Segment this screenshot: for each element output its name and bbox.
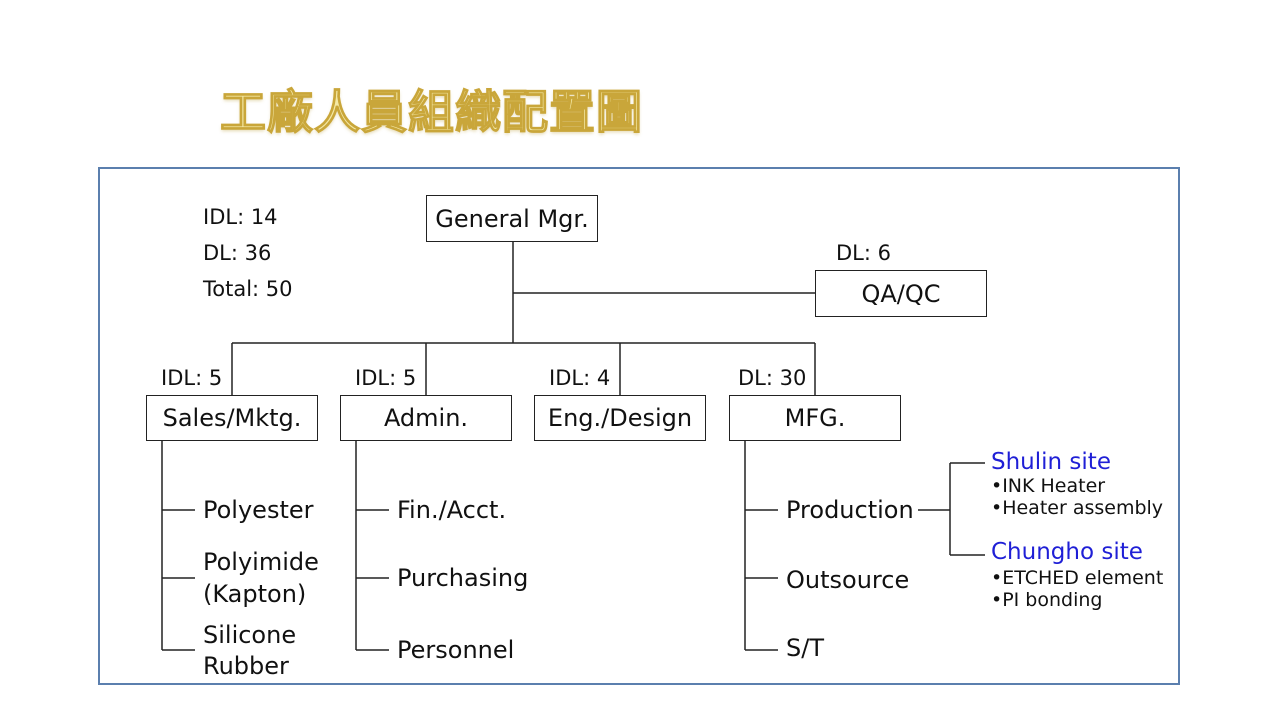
page-title: 工廠人員組織配置圖 (219, 84, 643, 139)
admin-item-purchasing: Purchasing (397, 564, 529, 592)
qa-count: DL: 6 (836, 241, 891, 265)
summary-total: Total: 50 (203, 277, 293, 301)
sales-item-polyester: Polyester (203, 496, 314, 524)
sales-item-kapton: (Kapton) (203, 580, 307, 608)
admin-item-finance: Fin./Acct. (397, 496, 507, 524)
shulin-bullet-2: •Heater assembly (991, 497, 1164, 519)
sales-item-polyimide: Polyimide (203, 548, 319, 576)
mfg-item-production: Production (786, 496, 914, 524)
sales-item-rubber: Rubber (203, 652, 289, 680)
admin-count: IDL: 5 (355, 366, 417, 390)
summary-idl: IDL: 14 (203, 205, 278, 229)
chart-frame (98, 167, 1180, 685)
mfg-box: MFG. (729, 395, 901, 441)
sales-count: IDL: 5 (161, 366, 223, 390)
chungho-bullet-2: •PI bonding (991, 589, 1103, 611)
shulin-bullet-1: •INK Heater (991, 475, 1106, 497)
admin-item-personnel: Personnel (397, 636, 515, 664)
eng-design-box: Eng./Design (534, 395, 706, 441)
admin-box: Admin. (340, 395, 512, 441)
mfg-item-outsource: Outsource (786, 566, 910, 594)
sales-box: Sales/Mktg. (146, 395, 318, 441)
summary-dl: DL: 36 (203, 241, 272, 265)
mfg-count: DL: 30 (738, 366, 807, 390)
mfg-item-st: S/T (786, 634, 824, 662)
sales-item-silicone: Silicone (203, 621, 297, 649)
chungho-bullet-1: •ETCHED element (991, 567, 1164, 589)
site-chungho: Chungho site (991, 539, 1143, 565)
qa-qc-box: QA/QC (815, 270, 987, 317)
eng-count: IDL: 4 (549, 366, 611, 390)
general-mgr-box: General Mgr. (426, 195, 598, 242)
site-shulin: Shulin site (991, 449, 1111, 475)
